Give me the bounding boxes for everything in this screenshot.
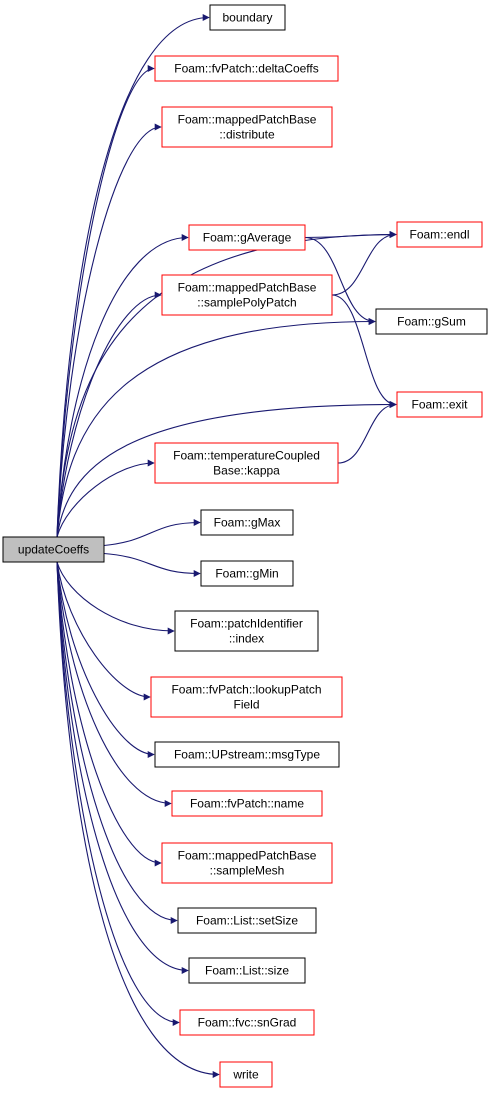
node-box xyxy=(209,4,286,31)
node-size[interactable]: Foam::List::size xyxy=(188,957,306,984)
node-box xyxy=(2,536,105,563)
node-label: ::samplePolyPatch xyxy=(197,296,296,310)
node-box xyxy=(200,560,294,587)
edge-gAverage-to-gSum xyxy=(304,236,376,325)
node-label: boundary xyxy=(222,11,272,25)
edge-root-to-lookupPatchField xyxy=(56,561,151,701)
edge-root-to-snGrad xyxy=(56,561,180,1026)
node-label: Foam::gMax xyxy=(214,516,281,530)
edge-root-to-msgType xyxy=(56,561,155,758)
node-box xyxy=(219,1061,273,1088)
node-label: Base::kappa xyxy=(213,464,280,478)
edge-root-to-kappa xyxy=(56,459,155,538)
edge-root-to-write xyxy=(56,561,220,1078)
node-label: ::index xyxy=(229,632,264,646)
node-name[interactable]: Foam::fvPatch::name xyxy=(171,790,323,817)
edges-layer xyxy=(56,14,397,1078)
root-node: updateCoeffs xyxy=(2,536,105,563)
node-label: Foam::gSum xyxy=(397,315,466,329)
node-index[interactable]: Foam::patchIdentifier::index xyxy=(174,610,319,652)
edge-root-to-setSize xyxy=(56,561,178,924)
node-label: Foam::mappedPatchBase xyxy=(178,281,317,295)
node-gMin[interactable]: Foam::gMin xyxy=(200,560,294,587)
node-label: Foam::fvPatch::name xyxy=(190,797,304,811)
node-box xyxy=(179,1009,315,1036)
edge-root-to-distribute xyxy=(56,123,162,538)
node-label: Foam::fvPatch::deltaCoeffs xyxy=(174,62,319,76)
node-msgType[interactable]: Foam::UPstream::msgType xyxy=(154,741,340,768)
node-snGrad[interactable]: Foam::fvc::snGrad xyxy=(179,1009,315,1036)
node-samplePolyPatch[interactable]: Foam::mappedPatchBase::samplePolyPatch xyxy=(161,274,333,316)
node-label: Foam::fvPatch::lookupPatch xyxy=(171,683,321,697)
node-deltaCoeffs[interactable]: Foam::fvPatch::deltaCoeffs xyxy=(154,55,339,82)
edge-gAverage-to-endl xyxy=(304,231,397,239)
node-write[interactable]: write xyxy=(219,1061,273,1088)
edge-samplePolyPatch-to-exit xyxy=(331,294,397,408)
node-setSize[interactable]: Foam::List::setSize xyxy=(177,907,317,934)
edge-root-to-samplePolyPatch xyxy=(56,291,162,538)
edge-root-to-gAverage xyxy=(56,234,189,538)
node-label: Foam::gMin xyxy=(215,567,278,581)
node-sampleMesh[interactable]: Foam::mappedPatchBase::sampleMesh xyxy=(161,842,333,884)
node-label: Foam::mappedPatchBase xyxy=(178,849,317,863)
node-endl[interactable]: Foam::endl xyxy=(396,221,483,248)
node-box xyxy=(161,842,333,884)
node-gMax[interactable]: Foam::gMax xyxy=(200,509,294,536)
edge-root-to-index xyxy=(56,561,175,635)
node-label: Foam::endl xyxy=(409,228,469,242)
node-gAverage[interactable]: Foam::gAverage xyxy=(188,224,306,251)
edge-root-to-gSum xyxy=(56,318,376,538)
node-label: write xyxy=(232,1068,259,1082)
node-box xyxy=(396,221,483,248)
node-box xyxy=(154,442,339,484)
node-label: Field xyxy=(233,698,259,712)
node-box xyxy=(396,391,483,418)
node-box xyxy=(171,790,323,817)
node-box xyxy=(375,308,488,335)
node-box xyxy=(161,274,333,316)
node-box xyxy=(154,55,339,82)
node-label: ::distribute xyxy=(219,128,275,142)
node-label: Foam::List::setSize xyxy=(196,914,298,928)
node-label: Foam::gAverage xyxy=(203,231,292,245)
edge-root-to-name xyxy=(56,561,172,807)
edge-kappa-to-exit xyxy=(337,401,397,464)
edge-samplePolyPatch-to-endl xyxy=(331,231,397,296)
node-box xyxy=(177,907,317,934)
node-box xyxy=(188,224,306,251)
node-label: Foam::temperatureCoupled xyxy=(173,449,320,463)
edge-root-to-deltaCoeffs xyxy=(56,65,155,538)
node-box xyxy=(154,741,340,768)
edge-root-to-sampleMesh xyxy=(56,561,162,867)
node-box xyxy=(200,509,294,536)
node-box xyxy=(174,610,319,652)
node-box xyxy=(161,106,333,148)
node-boundary[interactable]: boundary xyxy=(209,4,286,31)
node-exit[interactable]: Foam::exit xyxy=(396,391,483,418)
edge-root-to-size xyxy=(56,561,189,974)
node-label: Foam::exit xyxy=(411,398,468,412)
node-box xyxy=(150,676,343,718)
edge-root-to-gMin xyxy=(103,552,201,577)
node-label: Foam::mappedPatchBase xyxy=(178,113,317,127)
edge-root-to-exit xyxy=(56,401,397,538)
node-label: Foam::UPstream::msgType xyxy=(174,748,320,762)
node-label: updateCoeffs xyxy=(18,543,89,557)
node-gSum[interactable]: Foam::gSum xyxy=(375,308,488,335)
node-distribute[interactable]: Foam::mappedPatchBase::distribute xyxy=(161,106,333,148)
node-label: Foam::patchIdentifier xyxy=(190,617,303,631)
node-label: Foam::fvc::snGrad xyxy=(198,1016,297,1030)
edge-root-to-boundary xyxy=(56,14,210,538)
nodes-layer: updateCoeffs boundaryFoam::fvPatch::delta… xyxy=(2,4,488,1088)
node-label: ::sampleMesh xyxy=(210,864,285,878)
node-label: Foam::List::size xyxy=(205,964,289,978)
node-box xyxy=(188,957,306,984)
edge-root-to-gMax xyxy=(103,519,201,547)
